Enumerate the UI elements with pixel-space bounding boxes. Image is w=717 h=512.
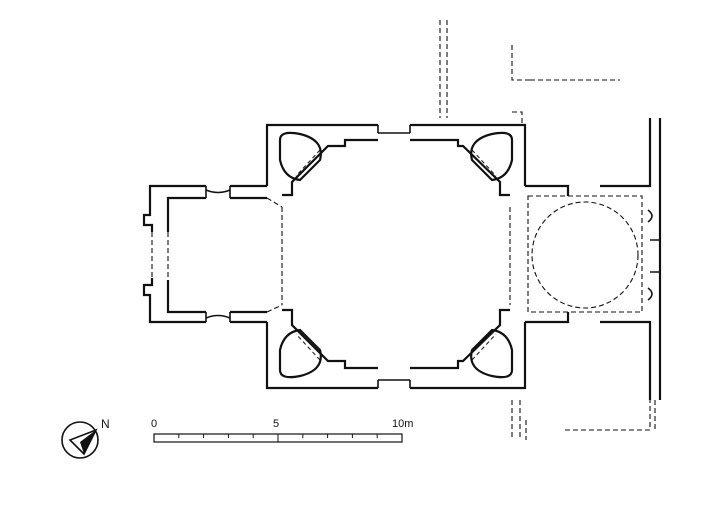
east-bay-walls — [525, 118, 662, 400]
north-arrow-head-icon — [80, 430, 96, 454]
scale-label-5: 5 — [273, 418, 279, 430]
north-arrow-circle — [61, 421, 99, 459]
adjacent-structure-traces — [439, 20, 656, 440]
west-vestibule-walls — [142, 184, 283, 324]
north-arrow: N — [61, 417, 110, 459]
octagon-inner-walls — [281, 138, 511, 370]
north-label: N — [101, 417, 110, 431]
scale-label-10m: 10m — [392, 418, 413, 430]
scale-bar: 0 5 10m — [151, 418, 413, 443]
scale-label-0: 0 — [151, 418, 157, 430]
central-hall-outer-walls — [265, 123, 527, 390]
corner-niches — [278, 131, 514, 379]
